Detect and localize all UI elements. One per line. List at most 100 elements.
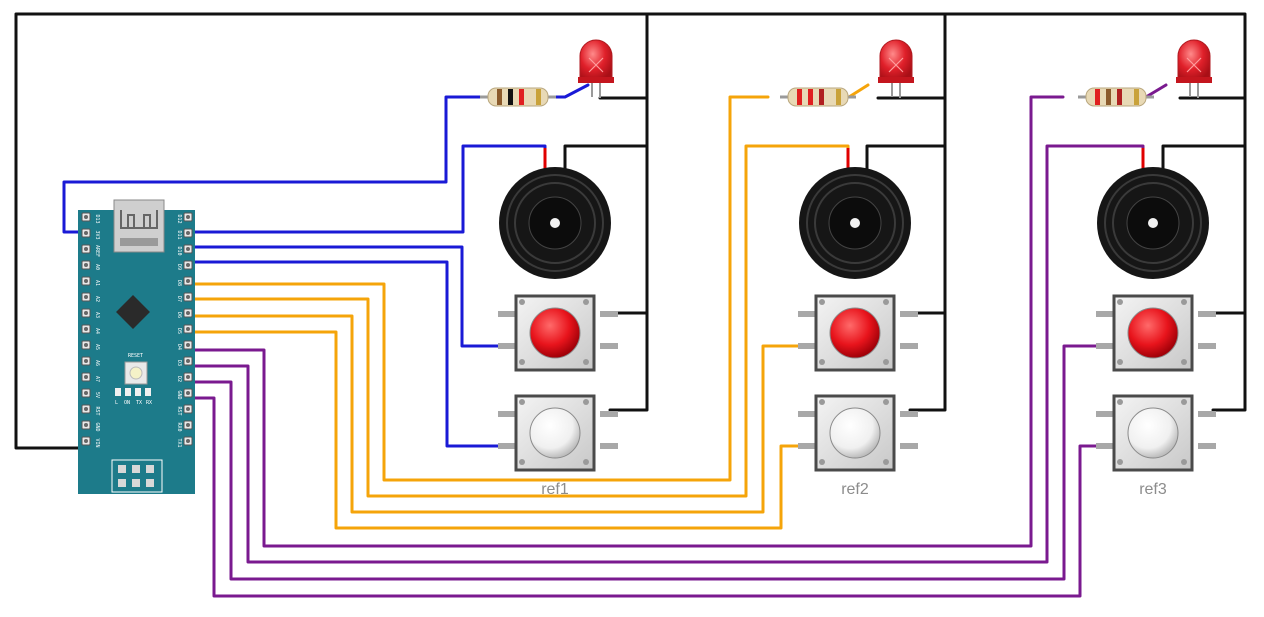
right-pin-hole (186, 231, 190, 235)
right-pin-hole (186, 439, 190, 443)
ground-bus-wire (14, 12, 1247, 450)
ground-wires (14, 12, 1247, 450)
push-button-white[interactable] (798, 394, 918, 472)
right-pin-hole (186, 423, 190, 427)
right-pin-label: RST (176, 406, 182, 415)
red-led (878, 39, 914, 98)
piezo-buzzer (799, 167, 911, 279)
right-pin-hole (186, 247, 190, 251)
group-label: ref2 (841, 481, 869, 498)
ground-column-1 (563, 12, 649, 412)
right-pin-hole (186, 215, 190, 219)
right-pin-hole (186, 359, 190, 363)
d12-to-buzzer-1 (186, 144, 547, 234)
left-pin-label: A5 (94, 344, 100, 350)
board-status-leds (115, 388, 151, 396)
resistor (780, 87, 856, 107)
left-pin-hole (84, 439, 88, 443)
right-pin-hole (186, 311, 190, 315)
right-pin-hole (186, 375, 190, 379)
led-label-on: ON (124, 400, 130, 406)
ground-column-3 (1161, 96, 1247, 315)
left-pin-label: AREF (94, 245, 100, 257)
right-pin-hole (186, 327, 190, 331)
push-button-white[interactable] (498, 394, 618, 472)
right-pin-label: D3 (176, 360, 182, 366)
left-pin-hole (84, 279, 88, 283)
right-pin-hole (186, 343, 190, 347)
led-label-tx: TX (136, 400, 142, 406)
left-pin-hole (84, 311, 88, 315)
right-pin-label: D8 (176, 280, 182, 286)
right-pin-label: D5 (176, 328, 182, 334)
push-button-red[interactable] (498, 294, 618, 372)
resistor (1078, 87, 1154, 107)
right-pin-label: RX0 (176, 422, 182, 431)
red-led (578, 39, 614, 98)
right-pin-label: D9 (176, 264, 182, 270)
left-pin-hole (84, 327, 88, 331)
icsp-header (111, 459, 163, 493)
reset-button-cap[interactable] (129, 366, 143, 380)
right-pin-label: D7 (176, 296, 182, 302)
left-pin-label: VIN (94, 438, 100, 447)
left-pin-hole (84, 359, 88, 363)
left-pin-label: A4 (94, 328, 100, 334)
d2-to-button-white-3 (186, 396, 1112, 598)
right-pin-label: D6 (176, 312, 182, 318)
d7-to-button-red-2 (186, 314, 812, 514)
usb-socket-outline (120, 210, 158, 229)
left-pin-hole (84, 231, 88, 235)
piezo-buzzer (499, 167, 611, 279)
ground-column-2 (865, 12, 947, 412)
arduino-nano: RESET L ON TX RX D133V3AREFA0A1A2A3A4A5A… (78, 199, 195, 494)
push-button-white[interactable] (1096, 394, 1216, 472)
left-pin-label: D13 (94, 214, 100, 223)
d5-to-resistor-3 (186, 95, 1065, 548)
left-pin-label: RST (94, 406, 100, 415)
left-pin-hole (84, 407, 88, 411)
d11-to-button-red-1 (186, 245, 512, 348)
left-pin-label: A1 (94, 280, 100, 286)
piezo-buzzer (1097, 167, 1209, 279)
right-pin-label: D11 (176, 230, 182, 239)
right-pin-label: D2 (176, 376, 182, 382)
led-label-l: L (115, 400, 118, 406)
right-pin-label: D4 (176, 344, 182, 350)
d3-to-button-red-3 (186, 344, 1112, 581)
group-ref1: ref1 (480, 39, 618, 498)
left-pin-hole (84, 247, 88, 251)
push-button-red[interactable] (798, 294, 918, 372)
led-label-rx: RX (146, 400, 152, 406)
left-pin-hole (84, 215, 88, 219)
left-pin-label: GND (94, 422, 100, 431)
orange-wires (186, 83, 870, 530)
resistor-1-to-led-1 (546, 83, 590, 99)
d6-to-button-white-2 (186, 330, 812, 530)
resistor (480, 87, 556, 107)
left-pin-hole (84, 391, 88, 395)
right-pin-hole (186, 263, 190, 267)
component-groups: ref1 ref2 ref3 (480, 39, 1216, 498)
d10-to-button-white-1 (186, 260, 512, 448)
left-pin-label: 5V (94, 392, 100, 398)
purple-wires (186, 83, 1168, 598)
left-pin-hole (84, 423, 88, 427)
d8-to-buzzer-2 (186, 144, 850, 498)
push-button-red[interactable] (1096, 294, 1216, 372)
left-pin-label: 3V3 (94, 230, 100, 239)
right-pin-label: TX1 (176, 438, 182, 447)
right-pin-hole (186, 295, 190, 299)
nano-pcb (78, 210, 195, 494)
left-pin-hole (84, 263, 88, 267)
d9-to-resistor-2 (186, 95, 770, 482)
right-pin-label: D12 (176, 214, 182, 223)
left-pin-hole (84, 375, 88, 379)
right-pin-hole (186, 407, 190, 411)
d13-to-resistor-1 (62, 95, 488, 234)
group-ref3: ref3 (1078, 39, 1216, 498)
